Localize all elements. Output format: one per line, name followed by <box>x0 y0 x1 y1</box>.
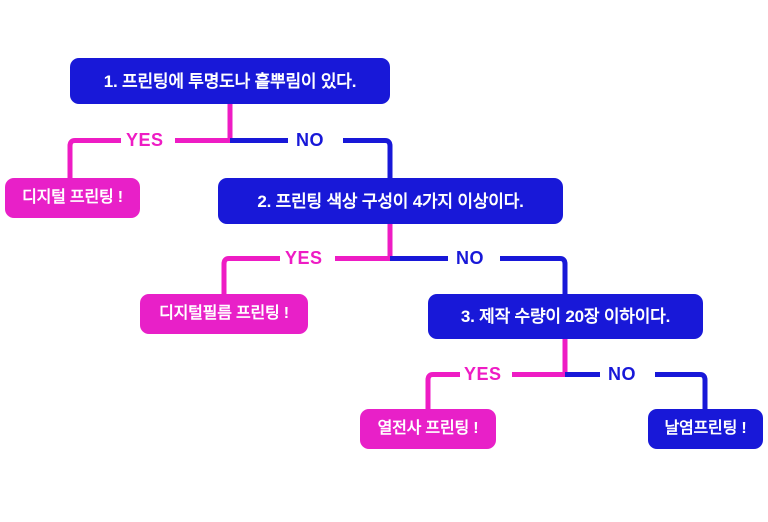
result-box-digital-film-printing[interactable]: 디지털필름 프린팅 ! <box>140 294 308 334</box>
no-text-1: NO <box>296 130 324 150</box>
question-box-3[interactable]: 3. 제작 수량이 20장 이하이다. <box>428 294 703 339</box>
result-2-label: 디지털필름 프린팅 ! <box>159 305 289 322</box>
edge-label-no-2: NO <box>456 249 484 267</box>
yes-text-1: YES <box>126 130 164 150</box>
no-text-3: NO <box>608 364 636 384</box>
result-3-label: 열전사 프린팅 ! <box>377 420 479 437</box>
edge-label-yes-3: YES <box>464 365 502 383</box>
result-4-label: 날염프린팅 ! <box>664 420 747 437</box>
result-box-digital-printing[interactable]: 디지털 프린팅 ! <box>5 178 140 218</box>
question-3-label: 3. 제작 수량이 20장 이하이다. <box>460 307 671 326</box>
edge-label-yes-1: YES <box>126 131 164 149</box>
result-1-label: 디지털 프린팅 ! <box>22 189 123 206</box>
wire-q3-no-elbow <box>655 372 708 409</box>
wire-q3-yes-elbow <box>425 372 460 409</box>
yes-text-3: YES <box>464 364 502 384</box>
question-box-2[interactable]: 2. 프린팅 색상 구성이 4가지 이상이다. <box>218 178 563 224</box>
result-box-thermal-transfer-printing[interactable]: 열전사 프린팅 ! <box>360 409 496 449</box>
wire-q1-no-elbow <box>343 138 393 178</box>
edge-label-no-1: NO <box>296 131 324 149</box>
edge-label-yes-2: YES <box>285 249 323 267</box>
question-box-1[interactable]: 1. 프린팅에 투명도나 흩뿌림이 있다. <box>70 58 390 104</box>
no-text-2: NO <box>456 248 484 268</box>
yes-text-2: YES <box>285 248 323 268</box>
question-1-label: 1. 프린팅에 투명도나 흩뿌림이 있다. <box>103 71 357 91</box>
wire-q1-yes-elbow <box>67 138 121 178</box>
edge-label-no-3: NO <box>608 365 636 383</box>
wire-q2-no-elbow <box>500 256 568 294</box>
wire-q2-yes-elbow <box>221 256 280 294</box>
result-box-dyeing-printing[interactable]: 날염프린팅 ! <box>648 409 763 449</box>
question-2-label: 2. 프린팅 색상 구성이 4가지 이상이다. <box>257 191 524 211</box>
